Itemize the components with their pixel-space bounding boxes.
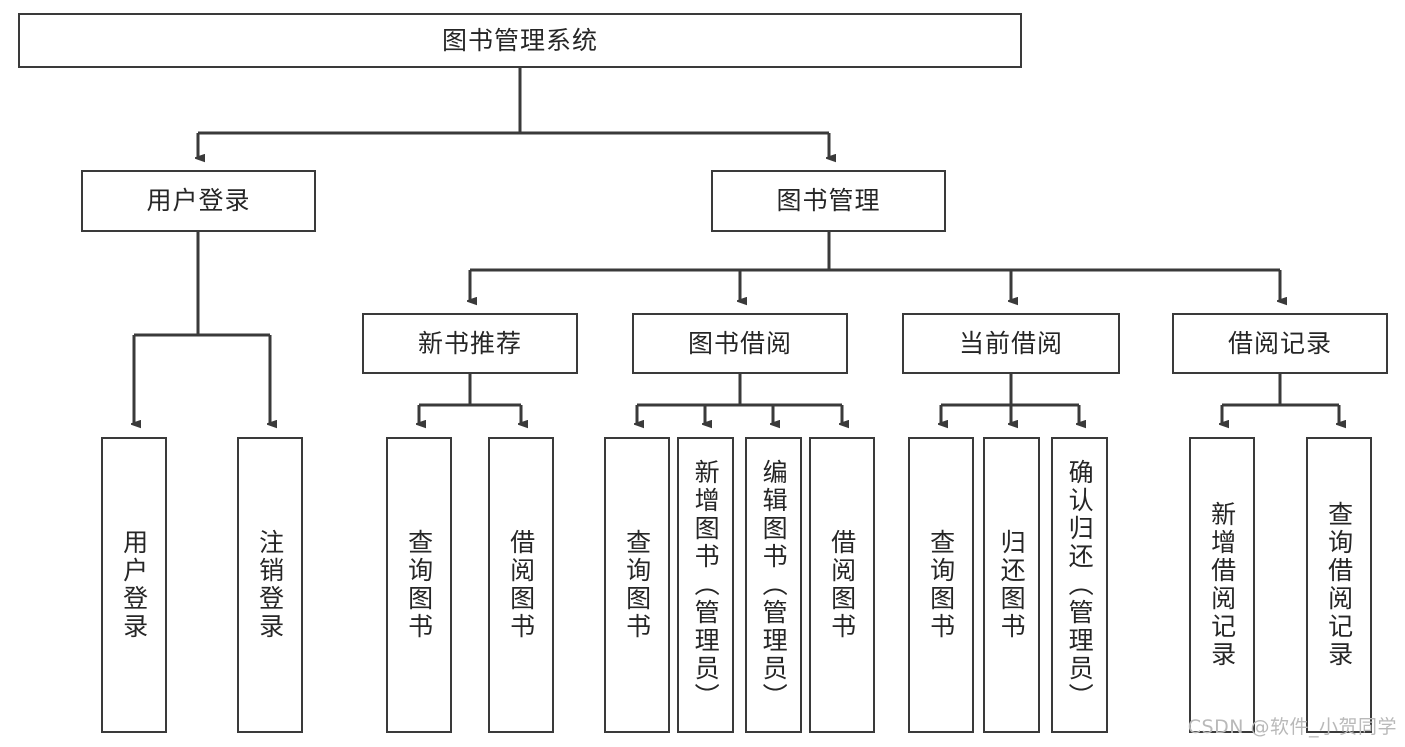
watermark-text: CSDN @软件_小贺同学: [1187, 716, 1397, 738]
node-root[interactable]: 图书管理系统: [18, 13, 1022, 68]
leaf-borrow-record-add[interactable]: 新增借阅记录: [1189, 437, 1255, 733]
leaf-label: 新增图书（管理员）: [691, 459, 721, 711]
leaf-label: 编辑图书（管理员）: [759, 459, 789, 711]
leaf-user-login-login[interactable]: 用户登录: [101, 437, 167, 733]
leaf-label: 查询图书: [926, 529, 956, 641]
leaf-label: 注销登录: [255, 529, 285, 641]
leaf-label: 借阅图书: [827, 529, 857, 641]
leaf-label: 查询图书: [404, 529, 434, 641]
leaf-new-book-query[interactable]: 查询图书: [386, 437, 452, 733]
leaf-current-borrow-query[interactable]: 查询图书: [908, 437, 974, 733]
node-book-management[interactable]: 图书管理: [711, 170, 946, 232]
leaf-book-borrow-edit[interactable]: 编辑图书（管理员）: [745, 437, 802, 733]
node-current-borrow-label: 当前借阅: [958, 328, 1063, 358]
leaf-book-borrow-add[interactable]: 新增图书（管理员）: [677, 437, 734, 733]
leaf-user-login-logout[interactable]: 注销登录: [237, 437, 303, 733]
leaf-current-borrow-return[interactable]: 归还图书: [983, 437, 1040, 733]
leaf-label: 确认归还（管理员）: [1065, 459, 1095, 711]
node-book-borrow[interactable]: 图书借阅: [632, 313, 848, 374]
node-borrow-record-label: 借阅记录: [1227, 328, 1332, 358]
leaf-label: 查询借阅记录: [1324, 501, 1354, 669]
leaf-label: 归还图书: [997, 529, 1027, 641]
leaf-current-borrow-confirm[interactable]: 确认归还（管理员）: [1051, 437, 1108, 733]
node-user-login-label: 用户登录: [146, 186, 251, 215]
leaf-book-borrow-query[interactable]: 查询图书: [604, 437, 670, 733]
node-new-book-recommend[interactable]: 新书推荐: [362, 313, 578, 374]
node-book-borrow-label: 图书借阅: [687, 328, 792, 358]
leaf-label: 新增借阅记录: [1207, 501, 1237, 669]
node-root-label: 图书管理系统: [441, 25, 598, 55]
node-user-login[interactable]: 用户登录: [81, 170, 316, 232]
node-book-management-label: 图书管理: [776, 186, 881, 215]
leaf-new-book-borrow[interactable]: 借阅图书: [488, 437, 554, 733]
leaf-book-borrow-borrow[interactable]: 借阅图书: [809, 437, 875, 733]
leaf-label: 查询图书: [622, 529, 652, 641]
leaf-label: 借阅图书: [506, 529, 536, 641]
node-current-borrow[interactable]: 当前借阅: [902, 313, 1120, 374]
leaf-label: 用户登录: [119, 529, 149, 641]
node-borrow-record[interactable]: 借阅记录: [1172, 313, 1388, 374]
node-new-book-recommend-label: 新书推荐: [417, 328, 522, 358]
leaf-borrow-record-query[interactable]: 查询借阅记录: [1306, 437, 1372, 733]
